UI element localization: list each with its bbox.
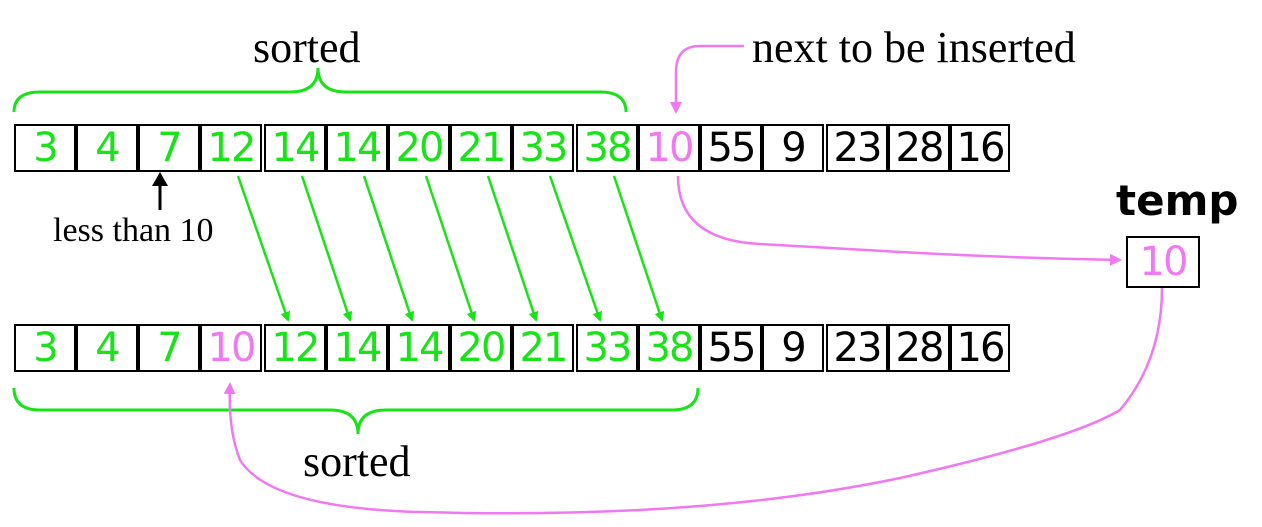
sorted-brace-bottom [12, 387, 700, 435]
array-cell: 38 [576, 124, 638, 172]
shift-arrow [548, 175, 603, 322]
next-pointer-arrow [670, 44, 744, 114]
shift-arrow [612, 175, 665, 322]
array-cell: 28 [888, 324, 950, 372]
shift-arrow [236, 175, 291, 322]
array-cell: 21 [450, 124, 512, 172]
array-cell: 55 [700, 124, 762, 172]
less-than-arrowhead [152, 172, 168, 186]
array-cell: 16 [950, 124, 1010, 172]
shift-arrow [424, 175, 477, 322]
less-than-label: less than 10 [53, 212, 214, 249]
array-cell: 10 [200, 324, 262, 372]
array-cell: 7 [138, 124, 200, 172]
sorted-label-top: sorted [253, 23, 361, 72]
array-cell: 14 [388, 324, 450, 372]
array-cell: 14 [326, 124, 388, 172]
array-cell: 3 [14, 124, 76, 172]
array-cell: 33 [576, 324, 638, 372]
shift-arrow [362, 175, 415, 322]
array-cell: 12 [264, 324, 326, 372]
shift-arrow [486, 175, 539, 322]
array-cell: 4 [76, 124, 138, 172]
temp-cell: 10 [1126, 236, 1200, 288]
array-cell: 23 [826, 324, 888, 372]
array-cell: 9 [762, 124, 824, 172]
from-temp-arrow [223, 287, 1164, 515]
temp-label: temp [1116, 176, 1239, 225]
array-cell: 33 [512, 124, 574, 172]
array-cell: 55 [700, 324, 762, 372]
array-cell: 10 [638, 124, 700, 172]
sorted-label-bottom: sorted [303, 437, 411, 486]
array-cell: 23 [826, 124, 888, 172]
array-cell: 4 [76, 324, 138, 372]
array-cell: 3 [14, 324, 76, 372]
sorted-brace-top [12, 67, 628, 113]
array-cell: 21 [512, 324, 574, 372]
next-to-be-inserted-label: next to be inserted [752, 23, 1076, 72]
shift-arrows [236, 175, 665, 322]
array-cell: 12 [200, 124, 262, 172]
array-cell: 20 [388, 124, 450, 172]
array-cell: 14 [326, 324, 388, 372]
to-temp-arrow [676, 175, 1122, 266]
array-cell: 9 [762, 324, 824, 372]
array-cell: 38 [638, 324, 700, 372]
array-cell: 16 [950, 324, 1010, 372]
array-cell: 28 [888, 124, 950, 172]
shift-arrow [300, 175, 353, 322]
array-cell: 20 [450, 324, 512, 372]
array-cell: 14 [264, 124, 326, 172]
array-cell: 7 [138, 324, 200, 372]
